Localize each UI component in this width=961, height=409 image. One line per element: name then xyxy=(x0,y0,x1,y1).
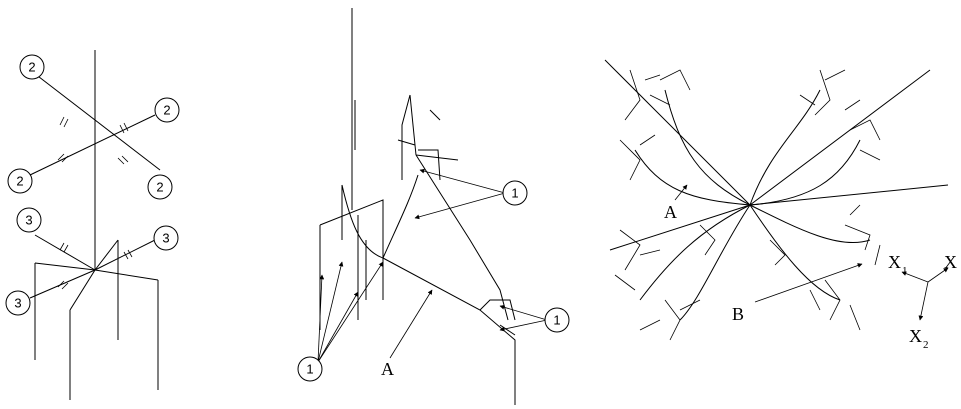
upper-branches xyxy=(29,69,161,176)
star-curve xyxy=(639,204,751,301)
arrow xyxy=(419,168,506,194)
tick-mark xyxy=(117,155,129,165)
axis-x1-label: X xyxy=(888,252,901,272)
svg-text:1: 1 xyxy=(306,362,313,377)
star-line xyxy=(749,69,931,206)
arrow xyxy=(317,261,384,363)
svg-text:3: 3 xyxy=(25,213,32,228)
axis-x-label: X xyxy=(944,252,957,272)
curve-up xyxy=(382,174,419,259)
frame-line xyxy=(34,262,96,271)
arrow xyxy=(414,192,506,220)
twigs-lower-right xyxy=(769,204,881,331)
label-b: B xyxy=(732,304,744,324)
arrow xyxy=(317,261,344,363)
marker-1-lower-right: 1 xyxy=(544,307,570,333)
middle-panel: 1 1 1 A xyxy=(297,8,570,405)
label-a-middle: A xyxy=(381,359,394,379)
svg-text:2: 2 xyxy=(16,174,23,189)
small-joint xyxy=(479,299,516,336)
star-curve xyxy=(664,89,751,206)
upper-branch-1 xyxy=(29,69,161,171)
axis-x2-subscript: 2 xyxy=(923,339,929,351)
axis-x1-subscript: 1 xyxy=(902,265,908,277)
arrow-b xyxy=(754,263,863,303)
star-line xyxy=(609,204,751,251)
twigs-lower-left xyxy=(614,224,716,341)
frame-line xyxy=(29,269,96,299)
frame-line xyxy=(69,269,96,311)
axis-triad: X 1 X X 2 xyxy=(888,252,957,351)
right-panel: A B X 1 X X 2 xyxy=(604,59,957,351)
svg-text:2: 2 xyxy=(156,180,163,195)
star-curve xyxy=(749,89,821,206)
arrow xyxy=(499,304,548,321)
lower-frame xyxy=(29,234,159,400)
svg-text:2: 2 xyxy=(163,103,170,118)
twigs-upper-left xyxy=(619,69,691,181)
frame-line xyxy=(94,239,119,271)
main-beam xyxy=(382,257,516,405)
star-line xyxy=(604,59,751,206)
star-lines xyxy=(604,59,949,321)
marker-1-bottom-left: 1 xyxy=(297,356,323,382)
marker-1-upper-right: 1 xyxy=(502,180,528,206)
svg-text:2: 2 xyxy=(28,60,35,75)
frame-line xyxy=(94,239,156,271)
arrow-a-right xyxy=(674,184,688,201)
axis-x2-label: X xyxy=(909,326,922,346)
star-curve xyxy=(749,204,841,301)
svg-text:3: 3 xyxy=(14,296,21,311)
upper-branch-2 xyxy=(29,114,156,176)
star-curve xyxy=(634,149,751,206)
svg-text:1: 1 xyxy=(511,186,518,201)
tick-mark xyxy=(57,280,69,290)
arrow xyxy=(317,291,359,363)
marker-3-right: 3 xyxy=(153,225,179,251)
arrow-group-lower xyxy=(499,304,548,332)
tick-mark xyxy=(123,249,133,260)
tick-mark xyxy=(119,122,129,134)
axis-x1-arrow xyxy=(901,271,929,283)
arrow-group-upper xyxy=(414,168,506,220)
arrow xyxy=(499,319,548,332)
star-curve xyxy=(749,204,871,244)
twigs-upper-right xyxy=(799,69,881,161)
marker-3-upper-left: 3 xyxy=(16,207,42,233)
marker-2-mid-right: 2 xyxy=(147,174,173,200)
arrow-a xyxy=(389,289,433,359)
frame-line xyxy=(34,234,96,271)
arrow xyxy=(317,274,325,363)
arrow-group-left xyxy=(317,261,384,363)
upper-cluster xyxy=(397,94,459,181)
marker-2-mid-left: 2 xyxy=(7,168,33,194)
star-curve xyxy=(679,204,751,321)
curve-left xyxy=(341,184,384,259)
tick-mark xyxy=(59,242,69,253)
left-panel: 2 2 2 2 3 3 3 xyxy=(5,50,180,400)
star-curve xyxy=(749,139,861,206)
axis-x2-arrow xyxy=(918,281,929,321)
svg-text:1: 1 xyxy=(553,313,560,328)
svg-text:3: 3 xyxy=(162,231,169,246)
marker-3-lower-left: 3 xyxy=(5,290,31,316)
frame-line xyxy=(94,269,159,281)
axis-x-arrow xyxy=(927,267,949,283)
tick-mark xyxy=(57,153,69,163)
secondary-beam xyxy=(415,154,509,321)
tick-mark xyxy=(59,116,69,128)
marker-2-top-right: 2 xyxy=(154,97,180,123)
star-line xyxy=(749,184,949,206)
marker-2-top-left: 2 xyxy=(19,54,45,80)
label-a-right: A xyxy=(664,202,677,222)
